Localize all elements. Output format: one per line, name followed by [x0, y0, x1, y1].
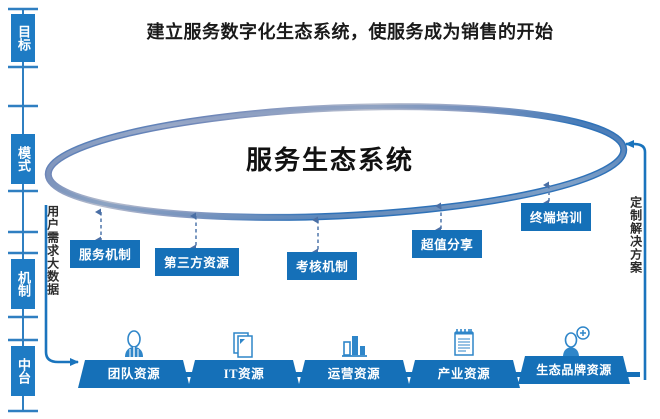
- ecosystem-title: 服务生态系统: [245, 146, 414, 175]
- stage-chip-goal[interactable]: 目标: [11, 14, 35, 62]
- mechanism-label: 第三方资源: [164, 256, 230, 270]
- resource-item-team[interactable]: 团队资源: [78, 328, 190, 392]
- mechanism-label: 考核机制: [296, 260, 349, 274]
- resource-label: 运营资源: [327, 366, 381, 381]
- resource-item-eco-brand[interactable]: 生态品牌资源: [518, 324, 630, 388]
- resource-label: 产业资源: [437, 366, 491, 381]
- right-vertical-label: 定制解决方案: [628, 196, 643, 274]
- resource-label: 生态品牌资源: [536, 362, 612, 377]
- page-title: 建立服务数字化生态系统，使服务成为销售的开始: [146, 22, 554, 42]
- mechanism-label: 服务机制: [79, 248, 132, 262]
- resource-label: 团队资源: [107, 366, 161, 381]
- resource-chip[interactable]: 产业资源: [408, 360, 520, 388]
- resource-chip[interactable]: 团队资源: [78, 360, 190, 388]
- mechanism-chip-third-party[interactable]: 第三方资源: [155, 248, 239, 276]
- document-icon: [188, 328, 300, 358]
- resource-label: IT资源: [223, 366, 265, 381]
- add-user-icon: [518, 324, 630, 358]
- resource-item-it[interactable]: IT资源: [188, 328, 300, 392]
- mechanism-chip-service[interactable]: 服务机制: [70, 240, 141, 268]
- stage-chip-mechanism[interactable]: 机制: [11, 259, 35, 309]
- bar-chart-icon: [298, 328, 410, 358]
- stage-rail: [8, 7, 38, 413]
- notebook-icon: [408, 328, 520, 358]
- stage-label: 机制: [16, 270, 32, 297]
- mechanism-chip-value-sharing[interactable]: 超值分享: [412, 230, 483, 258]
- stage-label: 模式: [16, 145, 32, 172]
- user-icon: [78, 328, 190, 358]
- stage-label: 目标: [16, 24, 32, 51]
- resource-item-operations[interactable]: 运营资源: [298, 328, 410, 392]
- resource-chip[interactable]: IT资源: [188, 360, 300, 388]
- mechanism-label: 超值分享: [421, 238, 474, 252]
- resource-item-industry[interactable]: 产业资源: [408, 328, 520, 392]
- mechanism-chip-terminal-training[interactable]: 终端培训: [521, 203, 592, 231]
- stage-chip-mode[interactable]: 模式: [11, 134, 35, 184]
- mechanism-label: 终端培训: [530, 211, 583, 225]
- stage-chip-midplatform[interactable]: 中台: [11, 346, 35, 396]
- stage-label: 中台: [16, 357, 32, 384]
- resource-chip[interactable]: 生态品牌资源: [518, 356, 630, 384]
- mechanism-chip-assessment[interactable]: 考核机制: [287, 252, 358, 280]
- left-vertical-label: 用户需求大数据: [45, 205, 60, 296]
- resource-chip[interactable]: 运营资源: [298, 360, 410, 388]
